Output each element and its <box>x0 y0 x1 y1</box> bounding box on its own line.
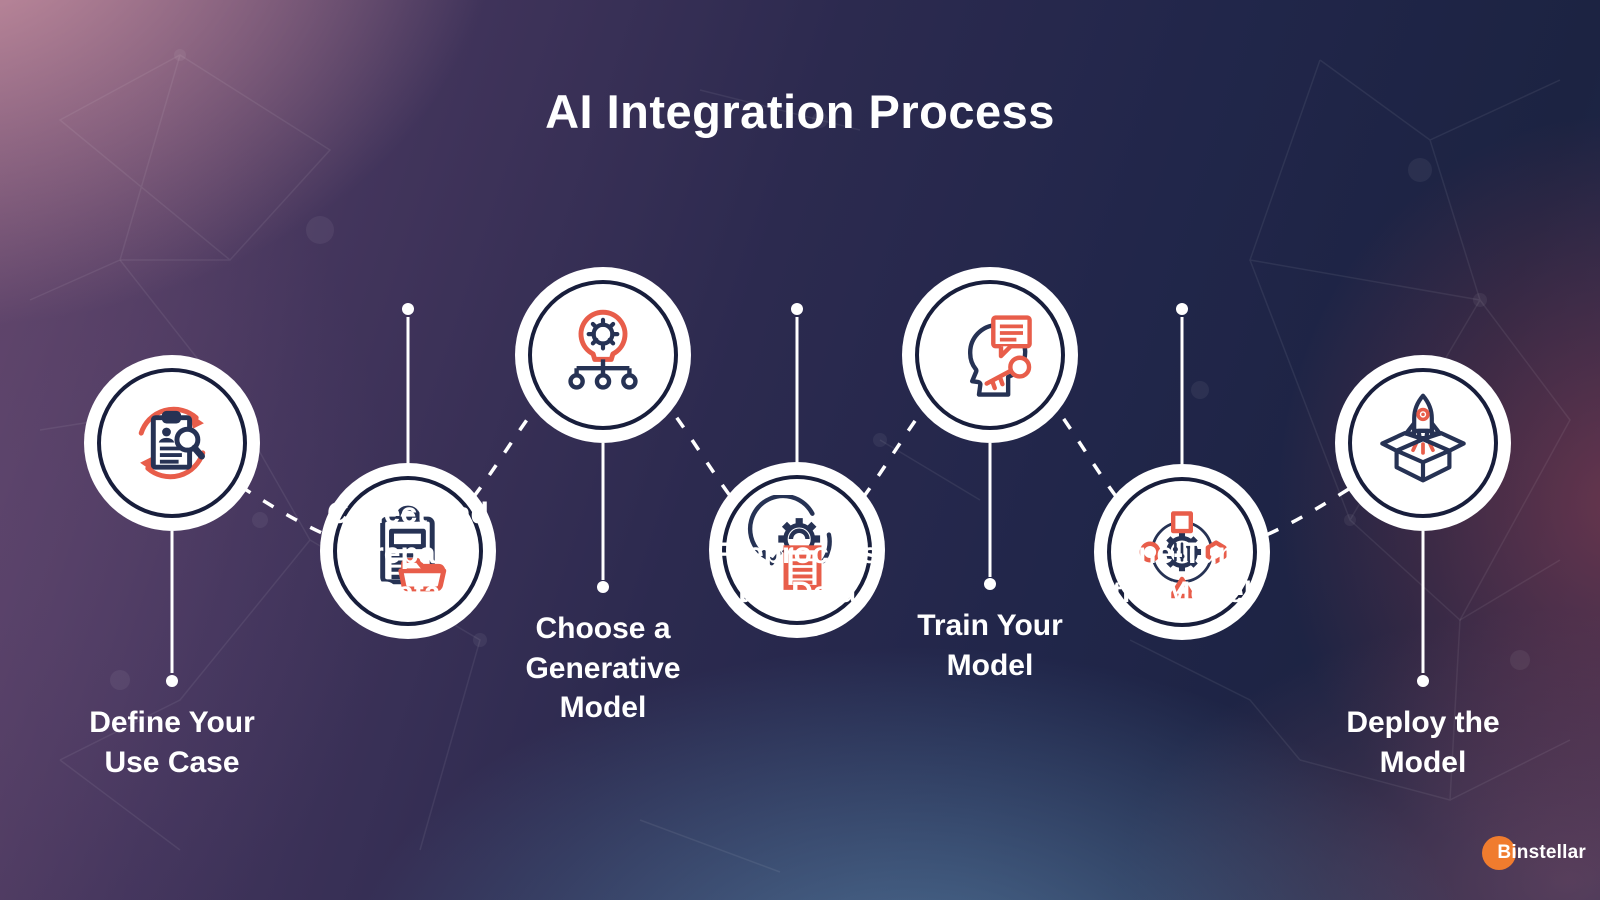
step-label: Train Your Model <box>917 609 1063 682</box>
logo-badge <box>1482 836 1517 870</box>
step-circle-ring <box>722 475 872 625</box>
clipboard-search-icon <box>117 388 227 498</box>
bulb-gear-hierarchy-icon <box>548 300 658 410</box>
step-circle <box>515 267 691 443</box>
step-label: Collect and Prepare Data <box>327 497 489 610</box>
step-circle <box>320 463 496 639</box>
step-circle-ring <box>915 280 1065 430</box>
step-label: Define Your Use Case <box>89 706 255 779</box>
head-chat-key-icon <box>935 300 1045 410</box>
step-circle <box>1335 355 1511 531</box>
step-label: Choose a Generative Model <box>525 612 681 725</box>
constellation-nodes <box>110 49 1530 690</box>
step-circle-ring <box>528 280 678 430</box>
stem-dots <box>166 303 1429 687</box>
step-circle-ring <box>1348 368 1498 518</box>
step-label: Fine-Tune the Model <box>1111 536 1253 610</box>
rocket-box-icon <box>1368 388 1478 498</box>
step-circle <box>902 267 1078 443</box>
step-label: Deploy the Model <box>1346 706 1500 779</box>
step-circle <box>709 462 885 638</box>
logo-text: Binstellar <box>1497 842 1586 863</box>
step-circle-ring <box>333 476 483 626</box>
step-circle-ring <box>1107 477 1257 627</box>
step-circle-ring <box>97 368 247 518</box>
stem-lines <box>170 317 1425 673</box>
step-circle <box>1094 464 1270 640</box>
constellation-lines <box>29 54 1571 873</box>
page-title: AI Integration Process <box>545 85 1055 138</box>
step-label: Preprocess the Data <box>715 536 879 610</box>
binstellar-logo: Binstellar <box>1482 834 1586 872</box>
step-circle <box>84 355 260 531</box>
